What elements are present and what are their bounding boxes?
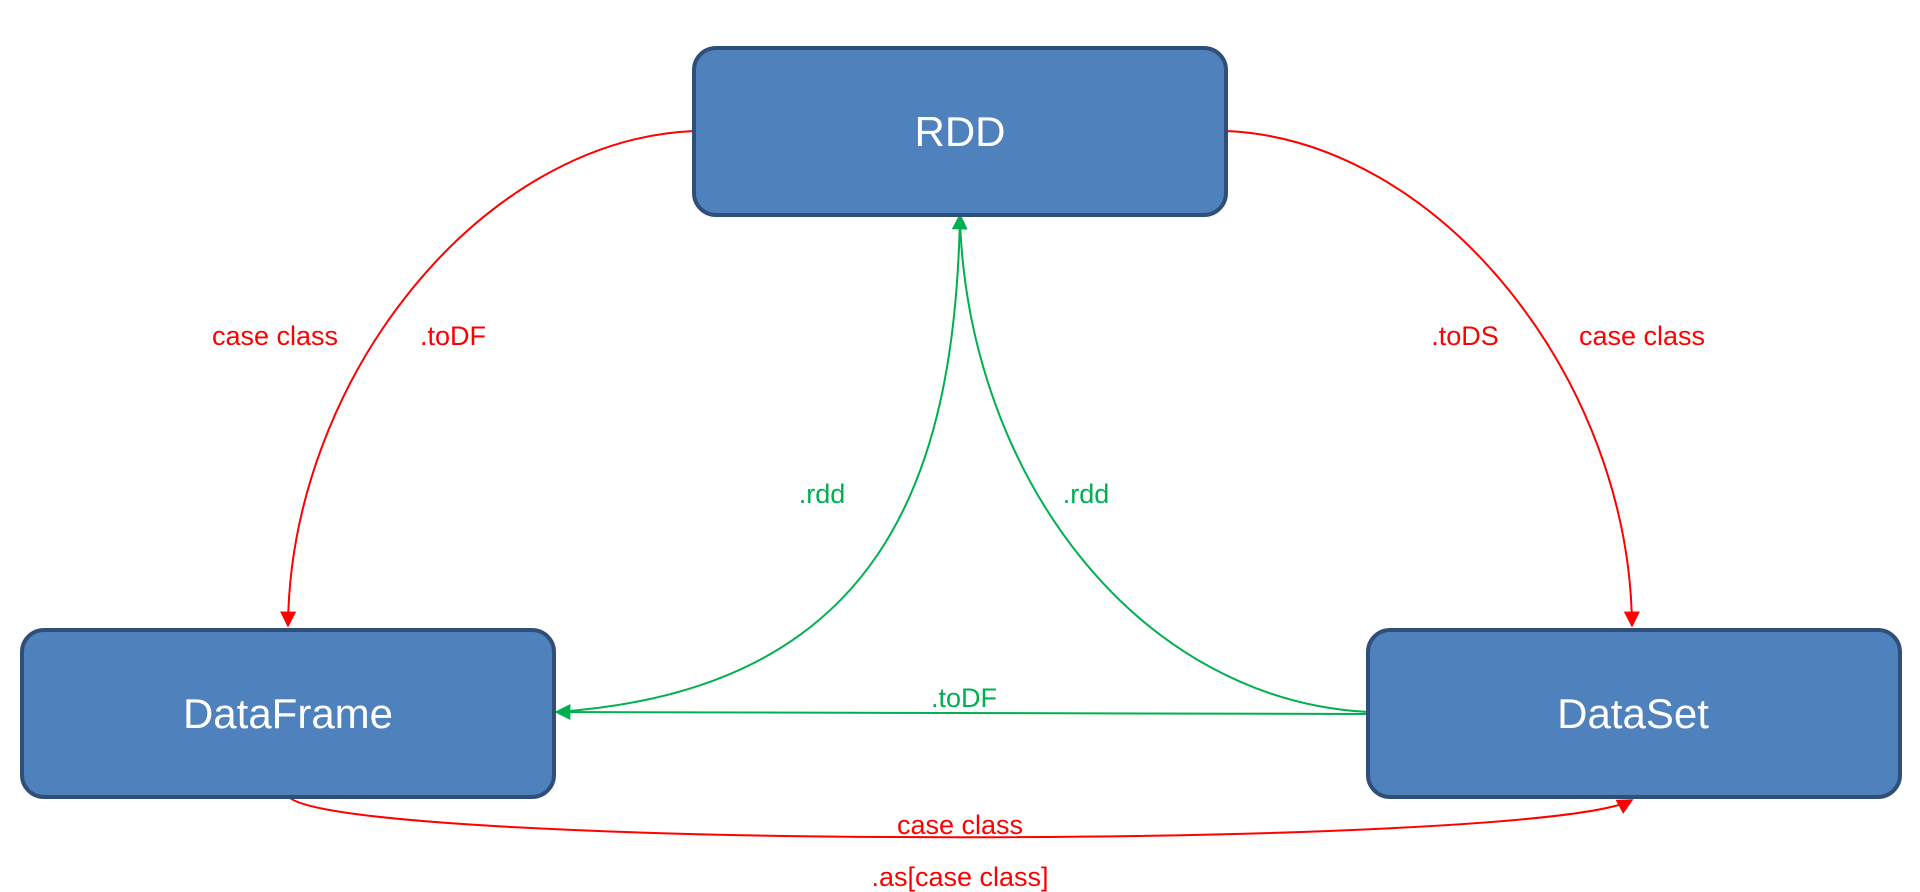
label-dataset-to-dataframe: .toDF [931,683,997,713]
node-rdd-label: RDD [915,108,1006,155]
label-dataframe-to-dataset-as: .as[case class] [871,862,1048,892]
node-dataframe-label: DataFrame [183,690,393,737]
edge-dataset-to-dataframe [554,704,1369,721]
edge-rdd-to-dataset [1225,130,1640,628]
edge-rdd-to-dataframe [280,130,695,628]
label-rdd-to-dataset-tods: .toDS [1431,321,1499,351]
edge-dataframe-to-rdd [541,213,968,721]
node-rdd: RDD [692,46,1228,217]
label-dataset-to-rdd: .rdd [1063,479,1110,509]
edge-dataset-to-rdd [959,221,1369,713]
label-rdd-to-dataframe-todf: .toDF [420,321,486,351]
edge-dataframe-to-dataset [289,797,1634,839]
label-rdd-to-dataset-case-class: case class [1579,321,1705,351]
node-dataframe: DataFrame [20,628,556,799]
node-dataset: DataSet [1366,628,1902,799]
label-rdd-to-dataframe-case-class: case class [212,321,338,351]
node-dataset-label: DataSet [1557,690,1709,737]
label-dataframe-to-dataset-case-class: case class [897,810,1023,840]
label-dataframe-to-rdd: .rdd [799,479,846,509]
